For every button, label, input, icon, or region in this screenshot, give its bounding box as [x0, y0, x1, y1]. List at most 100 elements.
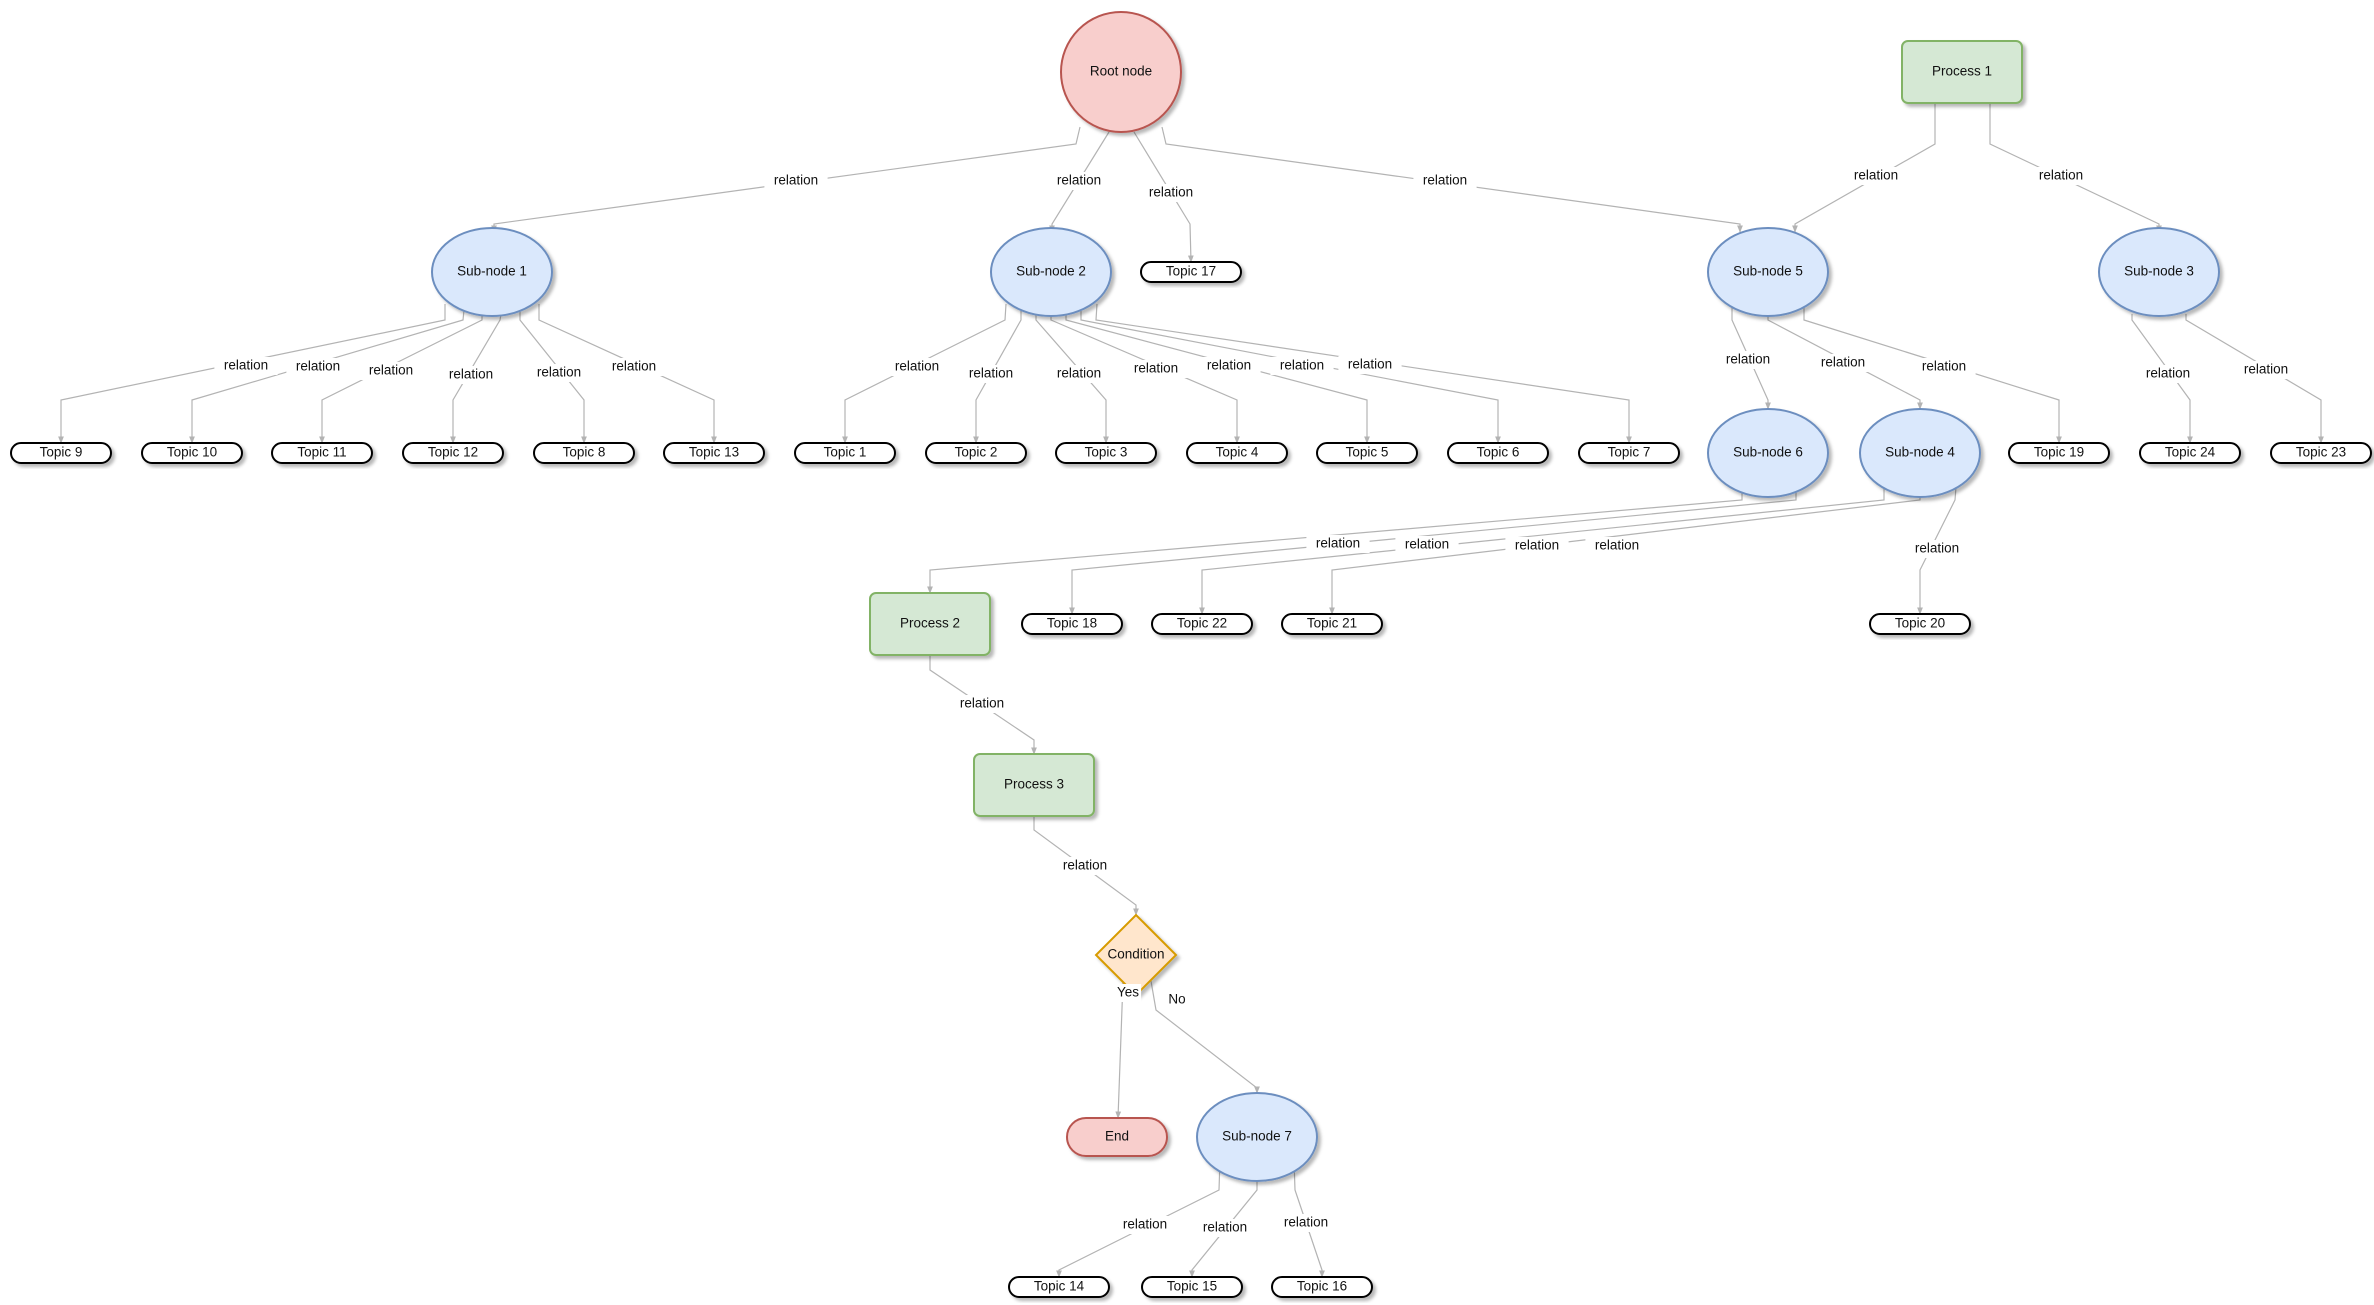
edge-label-root-to-sub2: relation: [1047, 172, 1111, 190]
node-label: Topic 18: [1047, 616, 1097, 631]
edge-label-text: relation: [1149, 185, 1193, 200]
node-shape-topic[interactable]: [533, 442, 635, 464]
node-shape-topic[interactable]: [1271, 1276, 1373, 1298]
node-shape-topic[interactable]: [925, 442, 1027, 464]
edge-sub2-to-topic2: [973, 311, 1022, 444]
node-shape-topic[interactable]: [2139, 442, 2241, 464]
node-sub7[interactable]: Sub-node 7: [1196, 1092, 1318, 1182]
node-topic2[interactable]: Topic 2: [925, 442, 1027, 464]
node-condition[interactable]: Condition: [1094, 913, 1178, 997]
node-shape-ellipse[interactable]: [1707, 408, 1829, 498]
node-topic16[interactable]: Topic 16: [1271, 1276, 1373, 1298]
node-topic14[interactable]: Topic 14: [1008, 1276, 1110, 1298]
node-topic19[interactable]: Topic 19: [2008, 442, 2110, 464]
node-topic8[interactable]: Topic 8: [533, 442, 635, 464]
node-label: Topic 13: [689, 445, 739, 460]
node-topic15[interactable]: Topic 15: [1141, 1276, 1243, 1298]
node-shape-topic[interactable]: [1186, 442, 1288, 464]
node-shape-circle[interactable]: [1060, 11, 1182, 133]
node-shape-topic[interactable]: [2270, 442, 2372, 464]
node-topic7[interactable]: Topic 7: [1578, 442, 1680, 464]
node-shape-ellipse[interactable]: [990, 227, 1112, 317]
node-topic5[interactable]: Topic 5: [1316, 442, 1418, 464]
node-shape-topic[interactable]: [271, 442, 373, 464]
edge-label-process1-to-sub3: relation: [2029, 167, 2093, 185]
edge-sub4-to-topic20: [1917, 486, 1957, 615]
node-shape-topic[interactable]: [10, 442, 112, 464]
node-shape-topic[interactable]: [1141, 1276, 1243, 1298]
node-topic24[interactable]: Topic 24: [2139, 442, 2241, 464]
node-shape-topic[interactable]: [1447, 442, 1549, 464]
node-shape-process[interactable]: [1901, 40, 2023, 104]
node-shape-topic[interactable]: [1008, 1276, 1110, 1298]
node-shape-ellipse[interactable]: [1859, 408, 1981, 498]
node-shape-topic[interactable]: [1021, 613, 1123, 635]
node-shape-topic[interactable]: [663, 442, 765, 464]
node-topic9[interactable]: Topic 9: [10, 442, 112, 464]
node-shape-terminal[interactable]: [1066, 1117, 1168, 1157]
node-topic21[interactable]: Topic 21: [1281, 613, 1383, 635]
node-shape-topic[interactable]: [141, 442, 243, 464]
node-shape-process[interactable]: [869, 592, 991, 656]
edge-label-process1-to-sub5: relation: [1844, 167, 1908, 185]
node-topic13[interactable]: Topic 13: [663, 442, 765, 464]
node-shape-ellipse[interactable]: [2098, 227, 2220, 317]
node-topic10[interactable]: Topic 10: [141, 442, 243, 464]
node-root[interactable]: Root node: [1060, 11, 1182, 133]
node-sub4[interactable]: Sub-node 4: [1859, 408, 1981, 498]
edge-label-background: [1047, 365, 1111, 383]
node-topic3[interactable]: Topic 3: [1055, 442, 1157, 464]
node-topic23[interactable]: Topic 23: [2270, 442, 2372, 464]
node-label: Topic 11: [297, 445, 346, 460]
node-topic12[interactable]: Topic 12: [402, 442, 504, 464]
node-label: Topic 9: [40, 445, 83, 460]
node-shape-topic[interactable]: [1316, 442, 1418, 464]
node-sub2[interactable]: Sub-node 2: [990, 227, 1112, 317]
node-process2[interactable]: Process 2: [869, 592, 991, 656]
edge-label-text: relation: [1405, 537, 1449, 552]
node-sub1[interactable]: Sub-node 1: [431, 227, 553, 317]
node-shape-ellipse[interactable]: [1196, 1092, 1318, 1182]
node-topic11[interactable]: Topic 11: [271, 442, 373, 464]
node-shape-topic[interactable]: [402, 442, 504, 464]
edge-label-text: relation: [449, 367, 493, 382]
edge-label-sub7-to-topic14: relation: [1113, 1216, 1177, 1234]
node-topic20[interactable]: Topic 20: [1869, 613, 1971, 635]
node-shape-topic[interactable]: [1151, 613, 1253, 635]
edge-label-text: relation: [1821, 355, 1865, 370]
node-label: Process 3: [1004, 777, 1064, 792]
node-shape-ellipse[interactable]: [1707, 227, 1829, 317]
edge-label-background: [1844, 167, 1908, 185]
node-topic1[interactable]: Topic 1: [794, 442, 896, 464]
edge-label-background: [1165, 991, 1189, 1009]
node-process3[interactable]: Process 3: [973, 753, 1095, 817]
node-shape-topic[interactable]: [1869, 613, 1971, 635]
node-shape-topic[interactable]: [794, 442, 896, 464]
edge-label-sub2-to-topic3: relation: [1047, 365, 1111, 383]
node-topic4[interactable]: Topic 4: [1186, 442, 1288, 464]
edge-label-background: [1905, 540, 1969, 558]
edge-label-background: [1811, 354, 1875, 372]
node-topic18[interactable]: Topic 18: [1021, 613, 1123, 635]
edge-label-background: [1274, 1214, 1338, 1232]
node-topic22[interactable]: Topic 22: [1151, 613, 1253, 635]
node-sub6[interactable]: Sub-node 6: [1707, 408, 1829, 498]
edge-label-sub5-to-sub6: relation: [1716, 351, 1780, 369]
edge-label-process2-to-process3: relation: [950, 695, 1014, 713]
node-sub3[interactable]: Sub-node 3: [2098, 227, 2220, 317]
node-shape-topic[interactable]: [1140, 261, 1242, 283]
node-shape-topic[interactable]: [1055, 442, 1157, 464]
edge-sub4-to-topic22: [1199, 487, 1885, 615]
node-process1[interactable]: Process 1: [1901, 40, 2023, 104]
node-label: Topic 2: [955, 445, 998, 460]
node-shape-topic[interactable]: [1578, 442, 1680, 464]
edge-label-sub1-to-topic10: relation: [286, 358, 350, 376]
node-sub5[interactable]: Sub-node 5: [1707, 227, 1829, 317]
node-end[interactable]: End: [1066, 1117, 1168, 1157]
node-shape-process[interactable]: [973, 753, 1095, 817]
node-shape-ellipse[interactable]: [431, 227, 553, 317]
node-shape-topic[interactable]: [2008, 442, 2110, 464]
node-shape-topic[interactable]: [1281, 613, 1383, 635]
node-topic17[interactable]: Topic 17: [1140, 261, 1242, 283]
node-topic6[interactable]: Topic 6: [1447, 442, 1549, 464]
